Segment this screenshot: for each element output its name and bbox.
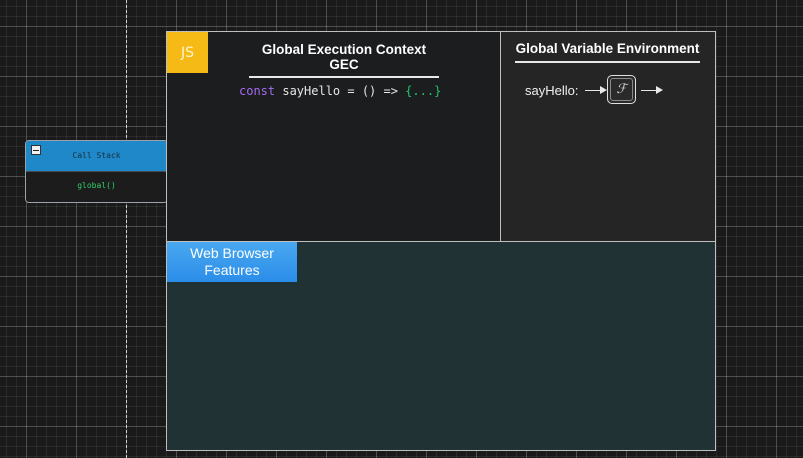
function-icon[interactable]: ℱ bbox=[607, 75, 636, 104]
global-variable-environment: Global Variable Environment sayHello: ℱ bbox=[501, 32, 715, 241]
label-line-1: Web Browser bbox=[190, 245, 274, 261]
arrow-right-icon bbox=[585, 86, 607, 94]
global-execution-context: JS Global Execution Context GEC const sa… bbox=[167, 32, 501, 241]
arrow-right-icon bbox=[641, 86, 663, 94]
guide-line bbox=[126, 0, 127, 458]
gve-title: Global Variable Environment bbox=[515, 41, 700, 63]
js-badge: JS bbox=[167, 32, 208, 73]
frame-label: global() bbox=[77, 181, 116, 190]
web-browser-features-label: Web Browser Features bbox=[167, 242, 297, 282]
code-keyword: const bbox=[239, 84, 276, 98]
code-body: {...} bbox=[405, 84, 442, 98]
code-text: sayHello = () => bbox=[275, 84, 406, 98]
call-stack-header[interactable]: Call Stack bbox=[26, 141, 167, 171]
collapse-icon[interactable] bbox=[31, 145, 41, 155]
call-stack-frame[interactable]: global() bbox=[26, 171, 167, 202]
label-line-2: Features bbox=[204, 262, 260, 278]
variable-name: sayHello: bbox=[525, 83, 579, 98]
code-line: const sayHello = () => {...} bbox=[239, 84, 441, 98]
web-browser-features-area: Web Browser Features bbox=[167, 241, 715, 450]
call-stack-title: Call Stack bbox=[72, 151, 121, 160]
gec-title: Global Execution Context GEC bbox=[249, 42, 439, 78]
function-glyph: ℱ bbox=[616, 82, 627, 97]
js-engine: JS Global Execution Context GEC const sa… bbox=[166, 31, 716, 451]
call-stack-panel[interactable]: Call Stack global() bbox=[25, 140, 168, 203]
